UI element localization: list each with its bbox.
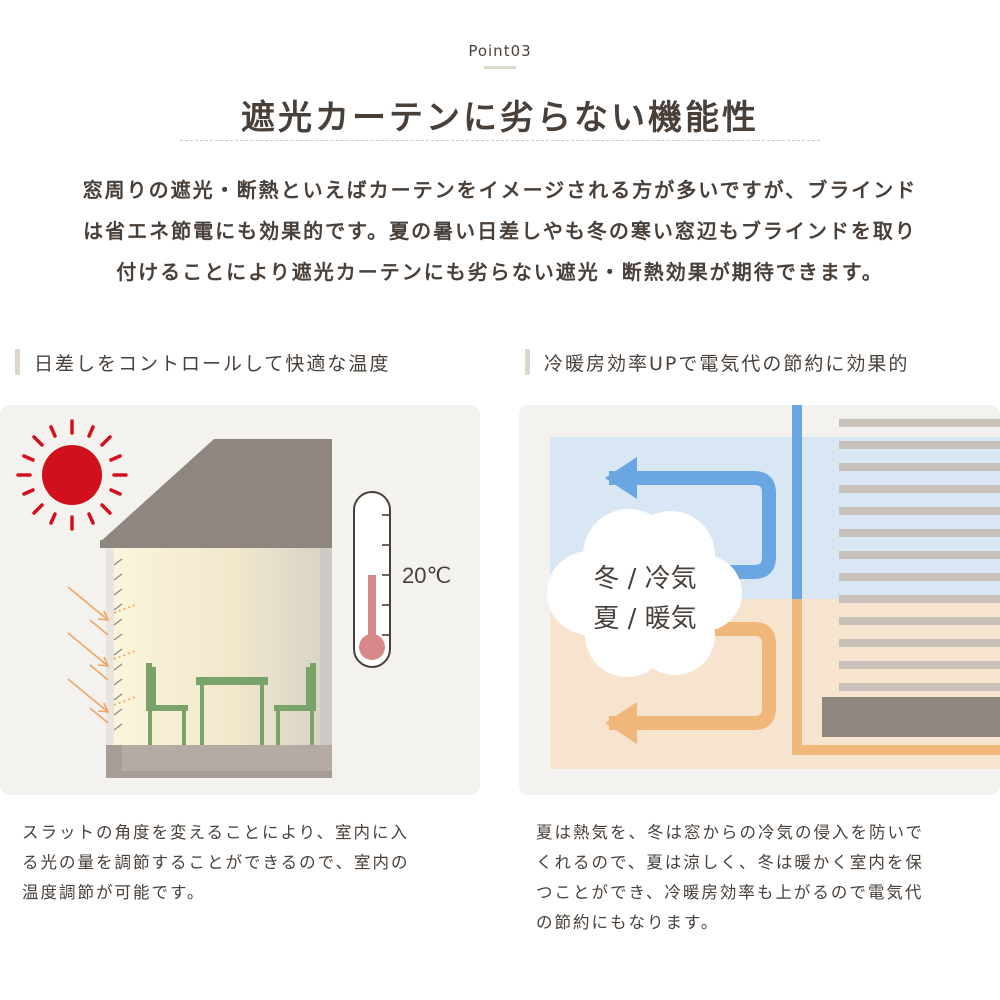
heading-bar bbox=[525, 349, 530, 375]
cloud-text-winter: 冬 / 冷気 bbox=[593, 564, 696, 594]
sunlight-illustration: 20℃ bbox=[0, 405, 480, 795]
left-section-heading: 日差しをコントロールして快適な温度 bbox=[15, 346, 390, 378]
chair-icon bbox=[146, 663, 188, 745]
chair-icon bbox=[274, 663, 316, 745]
warm-air-arrow bbox=[609, 622, 776, 730]
intro-line: は省エネ節電にも効果的です。夏の暑い日差しやも冬の寒い窓辺もブラインドを取り bbox=[83, 219, 917, 243]
left-heading-text: 日差しをコントロールして快適な温度 bbox=[34, 352, 391, 375]
cloud-bubble bbox=[547, 509, 742, 677]
temperature-label: 20℃ bbox=[402, 563, 451, 588]
sun-icon bbox=[16, 419, 128, 531]
right-caption: 夏は熱気を、冬は窓からの冷気の侵入を防いで くれるので、夏は涼しく、冬は暖かく室… bbox=[536, 818, 980, 938]
thermometer-icon bbox=[353, 491, 391, 668]
sun-rays bbox=[67, 586, 110, 724]
table-icon bbox=[196, 677, 268, 745]
caption-line: スラットの角度を変えることにより、室内に入 bbox=[22, 823, 410, 842]
point-label: Point03 bbox=[468, 42, 532, 60]
blind-slats bbox=[839, 419, 1000, 691]
caption-line: つことができ、冷暖房効率も上がるので電気代 bbox=[536, 883, 924, 902]
caption-line: 夏は熱気を、冬は窓からの冷気の侵入を防いで bbox=[536, 823, 925, 842]
heading-bar bbox=[15, 349, 20, 375]
bottom-rail bbox=[822, 697, 1000, 737]
airflow-diagram: 冬 / 冷気 夏 / 暖気 bbox=[547, 405, 1000, 769]
cloud-text-summer: 夏 / 暖気 bbox=[593, 604, 696, 634]
caption-line: る光の量を調節することができるので、室内の bbox=[22, 853, 410, 872]
title-divider bbox=[180, 140, 820, 141]
right-section-heading: 冷暖房効率UPで電気代の節約に効果的 bbox=[525, 346, 909, 378]
intro-paragraph: 窓周りの遮光・断熱といえばカーテンをイメージされる方が多いですが、ブラインド は… bbox=[20, 170, 980, 293]
caption-line: 温度調節が可能です。 bbox=[22, 883, 206, 902]
caption-line: の節約にもなります。 bbox=[536, 913, 720, 932]
right-heading-text: 冷暖房効率UPで電気代の節約に効果的 bbox=[544, 352, 910, 375]
page-title: 遮光カーテンに劣らない機能性 bbox=[241, 98, 759, 138]
cold-air-arrow bbox=[609, 471, 776, 579]
house-illustration: 20℃ bbox=[16, 419, 451, 778]
airflow-illustration: 冬 / 冷気 夏 / 暖気 bbox=[519, 405, 1000, 795]
point-underline bbox=[484, 66, 516, 69]
caption-line: くれるので、夏は涼しく、冬は暖かく室内を保 bbox=[536, 853, 924, 872]
intro-line: 窓周りの遮光・断熱といえばカーテンをイメージされる方が多いですが、ブラインド bbox=[82, 178, 918, 202]
left-caption: スラットの角度を変えることにより、室内に入 る光の量を調節することができるので、… bbox=[22, 818, 472, 908]
roof bbox=[100, 439, 332, 542]
room-interior bbox=[112, 542, 332, 752]
blind-slats bbox=[113, 558, 123, 731]
intro-line: 付けることにより遮光カーテンにも劣らない遮光・断熱効果が期待できます。 bbox=[116, 260, 884, 284]
